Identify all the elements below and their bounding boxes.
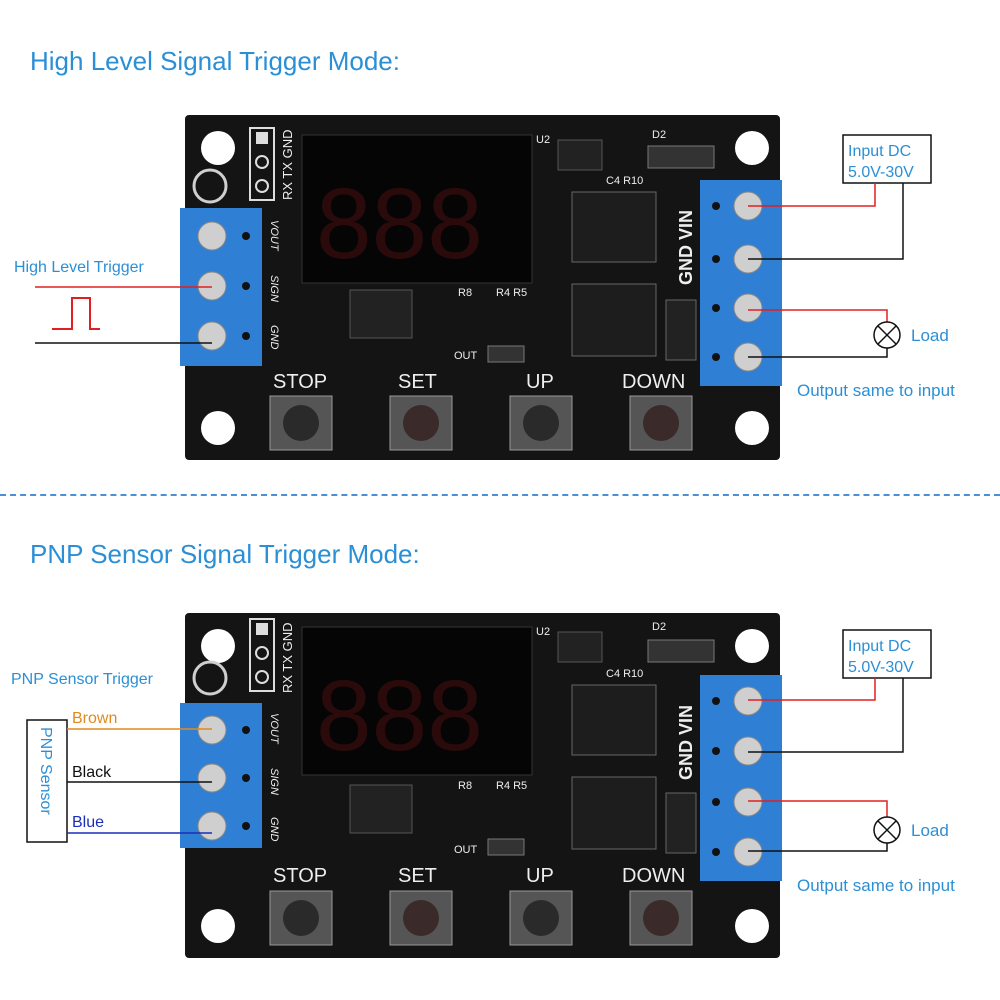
header-label: RX TX GND (280, 622, 295, 693)
wire-brown-label: Brown (72, 710, 117, 727)
trigger-wiring: High Level Trigger (14, 259, 212, 344)
trigger-label: High Level Trigger (14, 259, 145, 276)
down-label: DOWN (622, 865, 685, 887)
sensor-label: PNP Sensor (37, 727, 54, 815)
r4r5-label: R4 R5 (496, 780, 527, 792)
r8-label: R8 (458, 780, 472, 792)
out-label: OUT (454, 844, 478, 856)
up-label: UP (526, 865, 554, 887)
load-label: Load (911, 821, 949, 840)
input-voltage-label: 5.0V-30V (848, 659, 914, 676)
stop-label: STOP (273, 865, 327, 887)
input-voltage-label: 5.0V-30V (848, 164, 914, 181)
u2-label: U2 (536, 134, 550, 146)
gnd-label: GND (268, 325, 280, 350)
out-label: OUT (454, 350, 478, 362)
wire-blue-label: Blue (72, 814, 104, 831)
sign-label: SIGN (268, 275, 280, 302)
r8-label: R8 (458, 287, 472, 299)
vout-label: VOUT (268, 713, 280, 745)
trigger-label: PNP Sensor Trigger (11, 671, 154, 688)
sensor-wiring: PNP Sensor Trigger PNP Sensor Brown Blac… (11, 671, 212, 843)
svg-text:888: 888 (316, 660, 483, 772)
header-label: RX TX GND (280, 129, 295, 200)
down-label: DOWN (622, 371, 685, 393)
c4r10-label: C4 R10 (606, 175, 643, 187)
svg-text:888: 888 (316, 168, 483, 280)
input-dc-label: Input DC (848, 143, 911, 160)
wire-black-label: Black (72, 764, 112, 781)
wiring-diagram: RX TX GND 888 VOUT SIGN GND GND VIN U2 (11, 613, 955, 958)
c4r10-label: C4 R10 (606, 668, 643, 680)
section-separator (0, 494, 1000, 496)
r4r5-label: R4 R5 (496, 287, 527, 299)
sign-label: SIGN (268, 768, 280, 795)
power-wiring: Input DC 5.0V-30V Load Output same to in… (748, 629, 955, 895)
gnd-vin-label: GND VIN (676, 705, 696, 780)
section-pnp-sensor: PNP Sensor Signal Trigger Mode: RX TX GN… (0, 495, 1000, 995)
output-note: Output same to input (797, 381, 955, 400)
section-title: High Level Signal Trigger Mode: (30, 46, 400, 76)
section-title: PNP Sensor Signal Trigger Mode: (30, 539, 420, 569)
gnd-vin-label: GND VIN (676, 210, 696, 285)
up-label: UP (526, 371, 554, 393)
load-label: Load (911, 326, 949, 345)
relay-board: RX TX GND 888 VOUT SIGN GND GN (180, 115, 782, 460)
input-dc-label: Input DC (848, 638, 911, 655)
section-high-level: High Level Signal Trigger Mode: RX TX GN… (14, 46, 955, 460)
output-note: Output same to input (797, 876, 955, 895)
u2-label: U2 (536, 626, 550, 638)
d2-label: D2 (652, 621, 666, 633)
vout-label: VOUT (268, 220, 280, 252)
set-label: SET (398, 865, 437, 887)
power-wiring: Input DC 5.0V-30V Load Output same to in… (748, 134, 955, 400)
relay-board: RX TX GND 888 VOUT SIGN GND GND VIN U2 (180, 613, 782, 958)
stop-label: STOP (273, 371, 327, 393)
d2-label: D2 (652, 129, 666, 141)
wiring-diagram: RX TX GND 888 VOUT SIGN GND GN (14, 115, 955, 460)
set-label: SET (398, 371, 437, 393)
gnd-label: GND (268, 817, 280, 842)
